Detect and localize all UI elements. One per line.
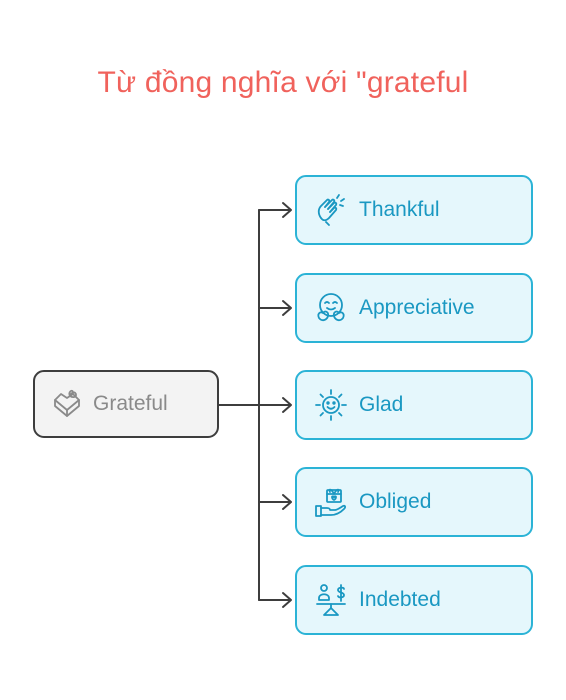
leaf-node-obliged: Obliged: [295, 467, 533, 537]
sun-smile-icon: [313, 387, 349, 423]
leaf-node-thankful: Thankful: [295, 175, 533, 245]
connector-thankful: [258, 202, 292, 218]
gift-heart-icon: [49, 386, 85, 422]
connector-trunk: [218, 209, 260, 601]
leaf-node-appreciative: Appreciative: [295, 273, 533, 343]
leaf-node-glad: Glad: [295, 370, 533, 440]
connector-appreciative: [258, 300, 292, 316]
connector-obliged: [258, 494, 292, 510]
diagram-title: Từ đồng nghĩa với "grateful: [97, 66, 469, 99]
root-node-grateful: Grateful: [33, 370, 219, 438]
hand-gift-icon: [313, 484, 349, 520]
leaf-node-label: Glad: [359, 393, 404, 416]
leaf-node-indebted: Indebted: [295, 565, 533, 635]
connector-indebted: [258, 592, 292, 608]
hugging-face-icon: [313, 290, 349, 326]
connector-glad: [258, 397, 292, 413]
leaf-node-label: Appreciative: [359, 296, 475, 319]
clapping-hands-icon: [313, 192, 349, 228]
leaf-node-label: Thankful: [359, 198, 440, 221]
leaf-node-label: Indebted: [359, 588, 441, 611]
person-balance-icon: [313, 582, 349, 618]
leaf-node-label: Obliged: [359, 490, 432, 513]
root-node-label: Grateful: [93, 392, 168, 415]
